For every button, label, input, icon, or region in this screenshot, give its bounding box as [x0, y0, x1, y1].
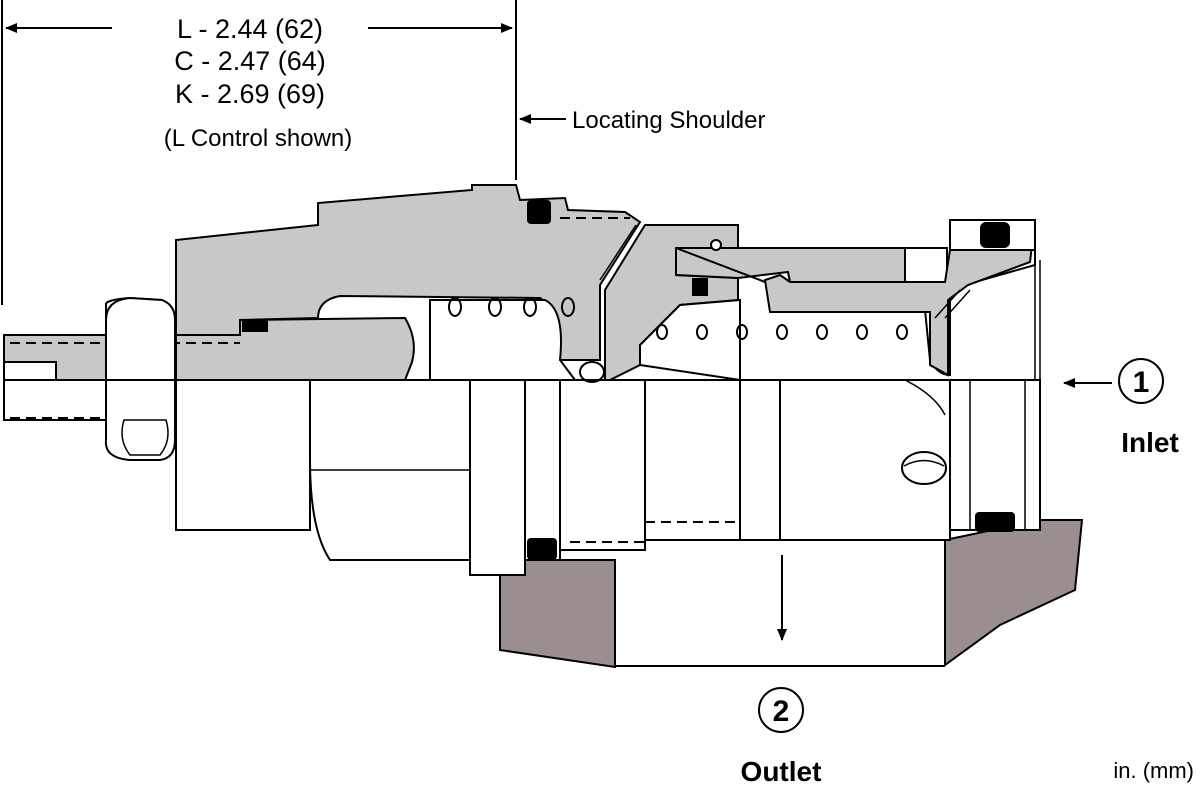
dimension-l-text: L - 2.44 (62): [177, 14, 323, 44]
adjuster-stem-lower: [3, 379, 107, 421]
cavity-block: [499, 519, 1084, 669]
valve-section-upper: [3, 184, 1041, 530]
locating-shoulder-label: Locating Shoulder: [572, 107, 765, 134]
inlet-port-callout: 1 Inlet: [1063, 358, 1179, 458]
dimension-c-text: C - 2.47 (64): [174, 46, 326, 76]
inlet-port-label: Inlet: [1121, 427, 1179, 458]
spring-chamber: [429, 299, 577, 381]
pilot-seal: [692, 278, 708, 296]
bias-spring: [448, 297, 605, 383]
lower-oring-right: [975, 512, 1015, 532]
outlet-port-circle: [758, 687, 804, 733]
outlet-port-callout: 2 Outlet: [741, 555, 822, 787]
inlet-port-circle: [1118, 358, 1164, 404]
body-band-5: [739, 379, 781, 541]
nose-oring: [980, 222, 1010, 248]
cage-holes: [656, 324, 908, 340]
cavity-block-right: [944, 519, 1084, 667]
cavity-block-left: [499, 559, 616, 669]
body-band-1: [469, 379, 526, 576]
inlet-port-number: 1: [1133, 366, 1150, 399]
body-band-2: [524, 379, 561, 561]
overall-length-dimension: L - 2.44 (62) C - 2.47 (64) K - 2.69 (69…: [1, 0, 517, 305]
dimension-k-text: K - 2.69 (69): [175, 79, 325, 109]
control-shown-note: (L Control shown): [164, 125, 353, 152]
units-label: in. (mm): [1113, 758, 1194, 783]
body-band-3: [559, 379, 646, 551]
outlet-port-label: Outlet: [741, 756, 822, 787]
lower-oring-left: [527, 538, 557, 560]
outlet-port-number: 2: [773, 695, 790, 728]
body-band-4: [644, 379, 741, 541]
inlet-cross-hole: [901, 451, 947, 485]
bonnet-lower: [175, 379, 311, 531]
adjuster-seal: [242, 320, 268, 332]
shoulder-oring: [527, 200, 551, 224]
body-nose: [949, 379, 1041, 531]
locating-shoulder-callout: Locating Shoulder: [519, 107, 765, 134]
